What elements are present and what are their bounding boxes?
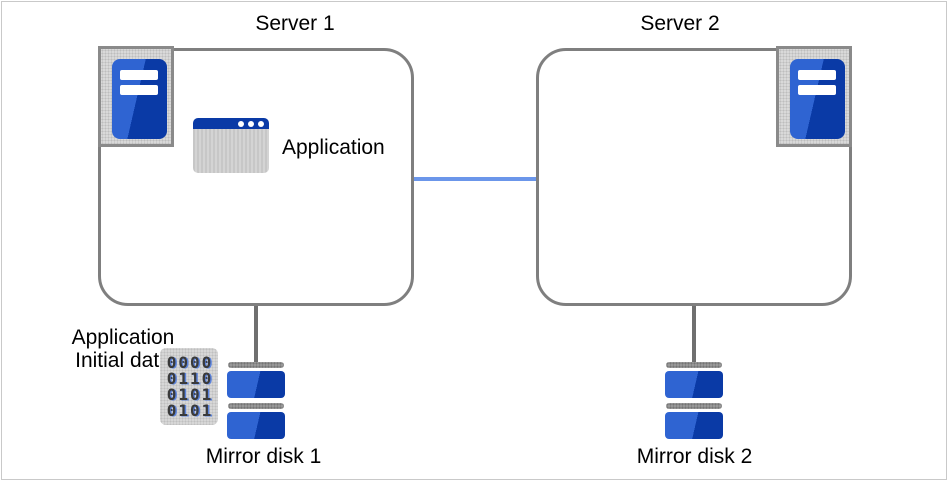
initial-data-label-line1: Application: [71, 326, 175, 349]
disk-platter: [665, 412, 723, 439]
binary-row: 0110: [166, 369, 214, 388]
server-tower-icon: [790, 59, 845, 139]
network-link-line: [414, 177, 536, 181]
disk-cap: [666, 362, 722, 368]
server1-label: Server 1: [255, 12, 335, 35]
application-label: Application: [282, 136, 385, 159]
binary-row: 0101: [166, 401, 214, 420]
disk-platter: [227, 371, 285, 398]
disk-cap: [228, 403, 284, 409]
binary-row: 0000: [166, 353, 214, 372]
app-titlebar: [193, 118, 269, 129]
server-slot: [120, 70, 158, 80]
server-slot: [798, 70, 836, 80]
titlebar-dot: [248, 120, 254, 127]
disk-connector-line-2: [692, 306, 696, 363]
server-slot: [798, 85, 836, 95]
mirror-disk2-label: Mirror disk 2: [636, 445, 753, 468]
initial-data-label: Application Initial data: [40, 326, 206, 372]
app-window-body: [193, 129, 269, 173]
titlebar-dot: [238, 120, 244, 127]
binary-data-icon: 0000 0110 0101 0101: [160, 348, 218, 425]
disk-platter: [665, 371, 723, 398]
mirror-disk1-icon: [227, 362, 285, 440]
application-window-icon: [193, 118, 269, 173]
initial-data-label-line2: Initial data: [75, 349, 171, 372]
server2-server-icon: [776, 46, 852, 147]
titlebar-dot: [258, 120, 264, 127]
disk-cap: [228, 362, 284, 368]
mirror-disk2-icon: [665, 362, 723, 440]
server1-box: [98, 48, 414, 306]
binary-row: 0101: [166, 385, 214, 404]
server1-server-icon: [98, 46, 174, 147]
server-tower-icon: [112, 59, 167, 139]
server-slot: [120, 85, 158, 95]
disk-platter: [227, 412, 285, 439]
server2-label: Server 2: [640, 12, 720, 35]
mirror-disk1-label: Mirror disk 1: [205, 445, 322, 468]
disk-cap: [666, 403, 722, 409]
disk-connector-line-1: [254, 306, 258, 363]
